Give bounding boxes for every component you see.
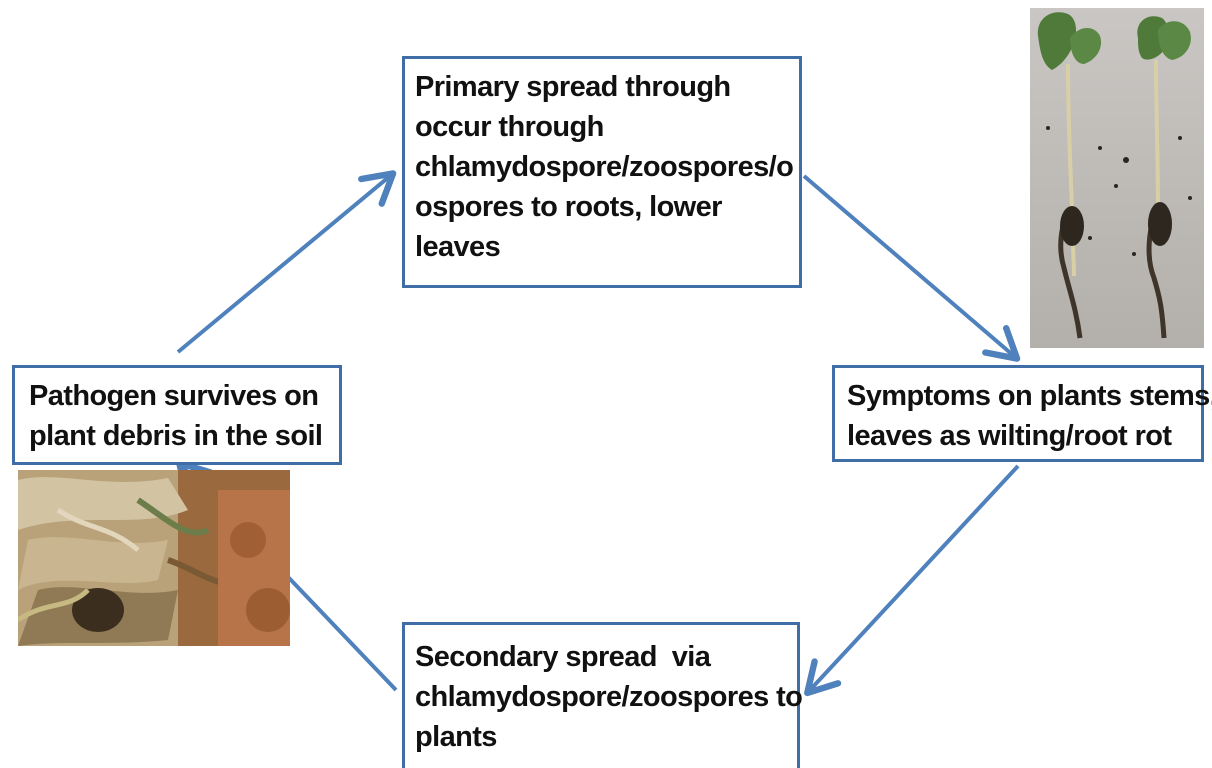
plant-debris-photo <box>18 470 290 646</box>
secondary-line-1: Secondary spread via <box>415 641 711 673</box>
arrow-pathogen-to-primary <box>176 170 397 354</box>
symptoms-line-2: leaves as wilting/root rot <box>847 420 1172 452</box>
symptoms-line-1: Symptoms on plants stems, <box>847 380 1212 412</box>
arrow-primary-to-symptoms <box>802 174 1021 362</box>
pathogen-line-2: plant debris in the soil <box>29 420 323 452</box>
debris-illustration <box>18 470 290 646</box>
seedlings-illustration <box>1037 12 1192 339</box>
pathogen-survival-box: Pathogen survives on plant debris in the… <box>12 365 342 465</box>
primary-line-1: Primary spread through <box>415 71 731 103</box>
secondary-line-3: plants <box>415 721 497 753</box>
primary-line-2: occur through <box>415 111 604 143</box>
symptoms-box: Symptoms on plants stems, leaves as wilt… <box>832 365 1212 462</box>
seedlings-photo <box>1030 8 1204 348</box>
pathogen-line-1: Pathogen survives on <box>29 380 319 412</box>
secondary-line-2: chlamydospore/zoospores to <box>415 681 803 713</box>
secondary-spread-box: Secondary spread via chlamydospore/zoosp… <box>402 622 803 768</box>
primary-line-5: leaves <box>415 231 501 263</box>
primary-line-4: ospores to roots, lower <box>415 191 722 223</box>
primary-line-3: chlamydospore/zoospores/o <box>415 151 794 183</box>
primary-spread-box: Primary spread through occur through chl… <box>402 56 802 288</box>
arrow-symptoms-to-secondary <box>804 464 1020 697</box>
